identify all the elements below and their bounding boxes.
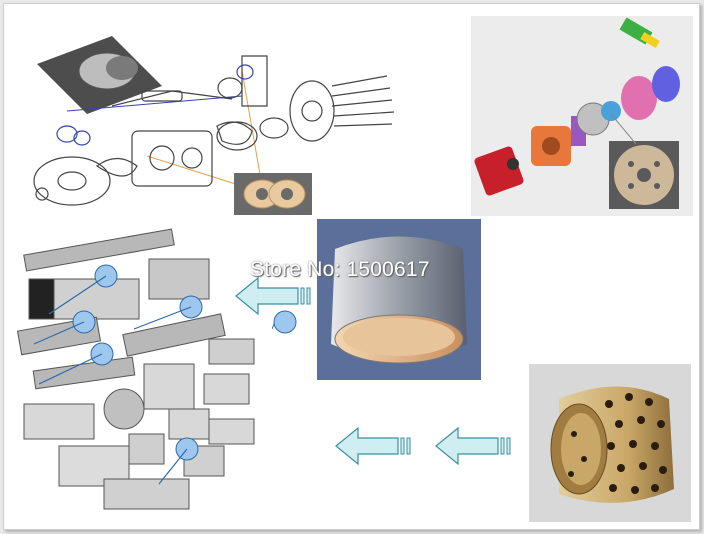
gear-pump-exploded-diagram [12,16,412,216]
steel-bushing-photo [317,219,481,380]
pneumatic-cylinders-collage [9,224,269,529]
image-frame: Store No: 1500617 [3,3,700,530]
store-watermark: Store No: 1500617 [250,258,430,281]
left-arrow-lower-2 [434,426,516,466]
vane-pump-exploded-diagram [471,16,693,216]
callout-dot [272,309,298,335]
graphite-bronze-bushing-photo [529,364,691,522]
left-arrow-upper [234,276,316,316]
left-arrow-lower-1 [334,426,416,466]
